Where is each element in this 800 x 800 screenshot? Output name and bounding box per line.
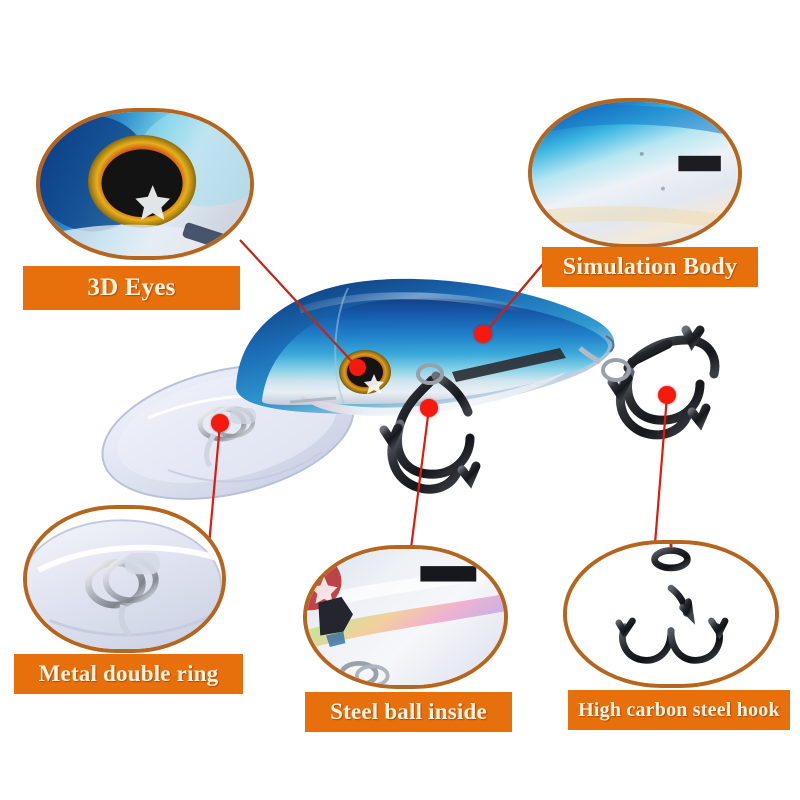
lure-body: [236, 278, 615, 416]
magnifier-oval-icon: [528, 98, 742, 248]
callout-label-3d-eyes[interactable]: 3D Eyes: [23, 266, 240, 310]
anchor-dot-steel-ball: [420, 399, 438, 417]
magnifier-oval-icon: [563, 540, 779, 688]
anchor-dot-metal-double-ring: [211, 414, 229, 432]
detail-steel-hook-image: [567, 544, 775, 684]
callout-label-simulation-body[interactable]: Simulation Body: [542, 247, 758, 287]
callout-simulation-body[interactable]: [528, 98, 742, 248]
callout-label-metal-double-ring[interactable]: Metal double ring: [14, 654, 243, 694]
callout-label-high-carbon-steel-hook[interactable]: High carbon steel hook: [568, 690, 790, 730]
magnifier-oval-icon: [303, 545, 508, 689]
callout-label-text: High carbon steel hook: [578, 698, 780, 721]
treble-hook-rear: [607, 325, 720, 440]
callout-label-text: Simulation Body: [562, 253, 738, 280]
detail-simulation-body-image: [532, 102, 738, 244]
callout-label-text: 3D Eyes: [87, 274, 176, 301]
detail-3d-eye-image: [40, 112, 250, 256]
magnifier-oval-icon: [23, 505, 226, 653]
magnifier-oval-icon: [36, 108, 254, 260]
callout-label-steel-ball-inside[interactable]: Steel ball inside: [305, 692, 512, 732]
callout-3d-eyes[interactable]: [36, 108, 254, 260]
callout-label-text: Metal double ring: [38, 661, 219, 686]
detail-steel-ball-image: [307, 549, 504, 685]
callout-label-text: Steel ball inside: [330, 699, 487, 724]
anchor-dot-steel-hook: [658, 386, 676, 404]
lure-3d-eye: [339, 350, 391, 394]
callout-metal-double-ring[interactable]: [23, 505, 226, 653]
detail-metal-ring-image: [27, 509, 222, 649]
callout-steel-ball-inside[interactable]: [303, 545, 508, 689]
treble-hook-rear-hardware: [578, 346, 631, 382]
callout-high-carbon-steel-hook[interactable]: [563, 540, 779, 688]
anchor-dot-3d-eyes: [349, 359, 366, 376]
treble-hook-front-eye: [416, 363, 444, 385]
anchor-dot-simulation-body: [474, 325, 492, 343]
